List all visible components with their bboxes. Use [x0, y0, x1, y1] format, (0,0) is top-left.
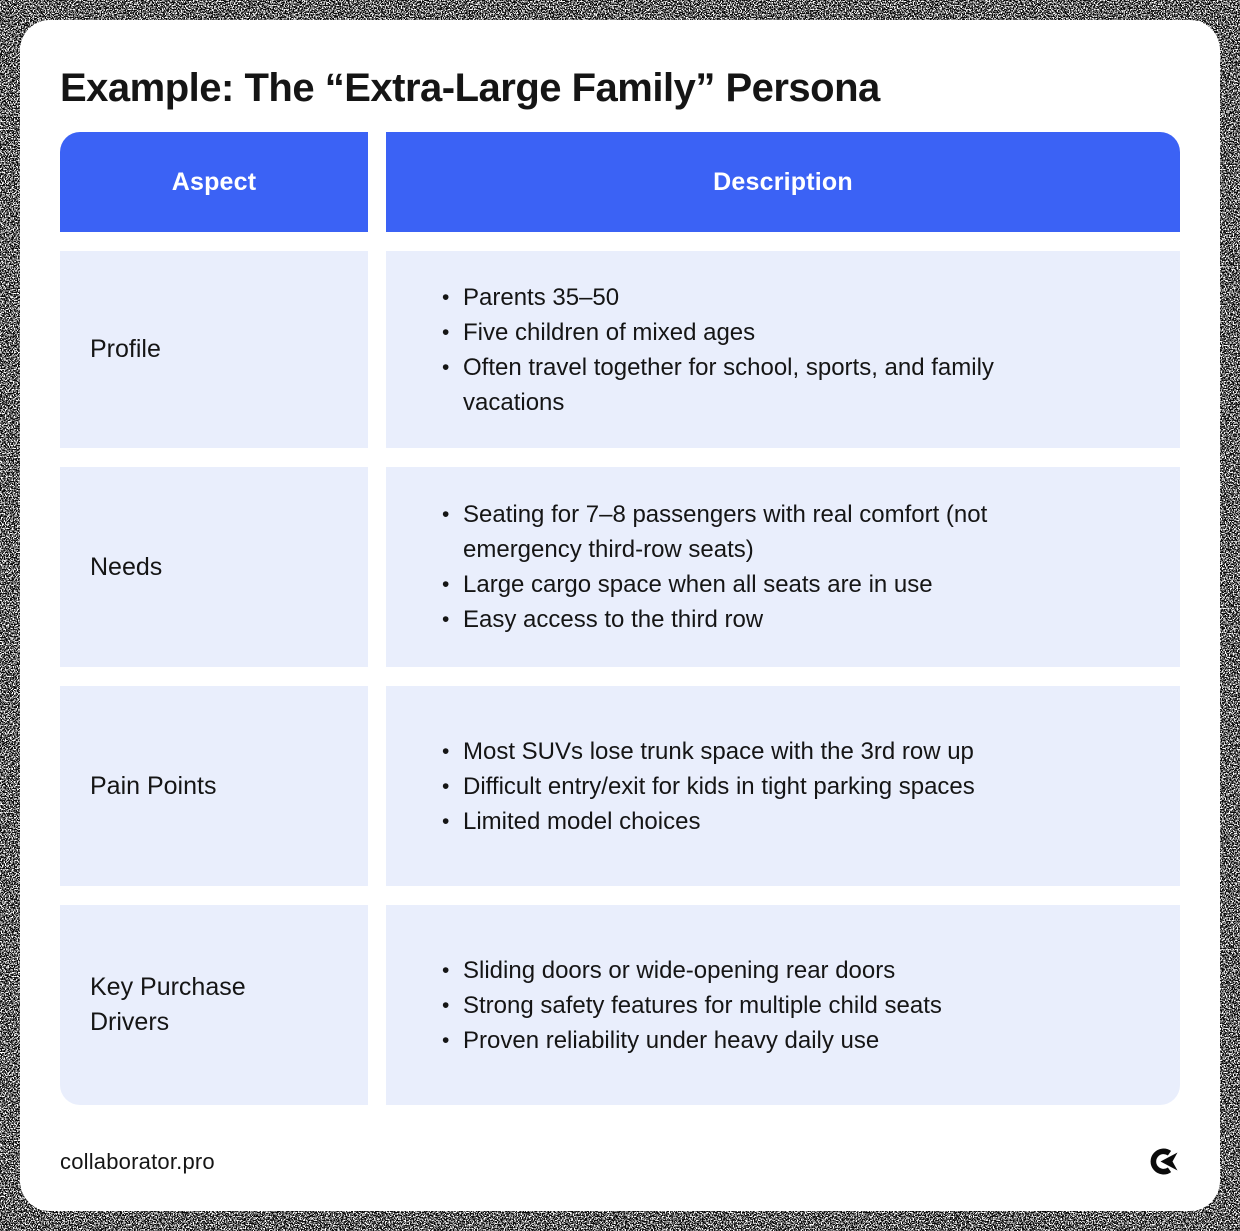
bullet-list: Parents 35–50 Five children of mixed age…	[440, 280, 1076, 420]
collaborator-logo-icon	[1150, 1148, 1178, 1175]
description-cell-pain-points: Most SUVs lose trunk space with the 3rd …	[386, 686, 1180, 886]
aspect-label: Profile	[90, 335, 161, 363]
content-card: Example: The “Extra-Large Family” Person…	[20, 20, 1220, 1211]
aspect-label: Needs	[90, 552, 163, 581]
bullet-item: Strong safety features for multiple chil…	[440, 988, 942, 1023]
bullet-item: Five children of mixed ages	[440, 315, 1076, 350]
bullet-item: Sliding doors or wide-opening rear doors	[440, 953, 942, 988]
aspect-cell-pain-points: Pain Points	[60, 686, 368, 886]
bullet-item: Difficult entry/exit for kids in tight p…	[440, 769, 975, 804]
bullet-item: Limited model choices	[440, 804, 975, 839]
bullet-item: Easy access to the third row	[440, 602, 1076, 637]
bullet-list: Seating for 7–8 passengers with real com…	[440, 497, 1076, 637]
persona-table: Aspect Description Profile Parents 35–50…	[60, 132, 1180, 1105]
bullet-list: Most SUVs lose trunk space with the 3rd …	[440, 734, 975, 839]
bullet-item: Large cargo space when all seats are in …	[440, 567, 1076, 602]
aspect-label: Key Purchase Drivers	[90, 973, 246, 1036]
aspect-cell-key-purchase-drivers: Key Purchase Drivers	[60, 905, 368, 1105]
brand-text: collaborator.pro	[60, 1148, 215, 1174]
bullet-item: Often travel together for school, sports…	[440, 350, 1076, 420]
aspect-cell-needs: Needs	[60, 467, 368, 667]
aspect-label: Pain Points	[90, 771, 217, 800]
bullet-item: Seating for 7–8 passengers with real com…	[440, 497, 1076, 567]
bullet-item: Proven reliability under heavy daily use	[440, 1023, 942, 1058]
description-cell-key-purchase-drivers: Sliding doors or wide-opening rear doors…	[386, 905, 1180, 1105]
description-cell-needs: Seating for 7–8 passengers with real com…	[386, 467, 1180, 667]
footer: collaborator.pro	[60, 1147, 1180, 1176]
description-cell-profile: Parents 35–50 Five children of mixed age…	[386, 251, 1180, 448]
column-header-aspect: Aspect	[60, 132, 368, 232]
page-title: Example: The “Extra-Large Family” Person…	[60, 66, 880, 110]
bullet-list: Sliding doors or wide-opening rear doors…	[440, 953, 942, 1058]
aspect-cell-profile: Profile	[60, 251, 368, 448]
bullet-item: Parents 35–50	[440, 280, 1076, 315]
column-header-description: Description	[386, 132, 1180, 232]
bullet-item: Most SUVs lose trunk space with the 3rd …	[440, 734, 975, 769]
